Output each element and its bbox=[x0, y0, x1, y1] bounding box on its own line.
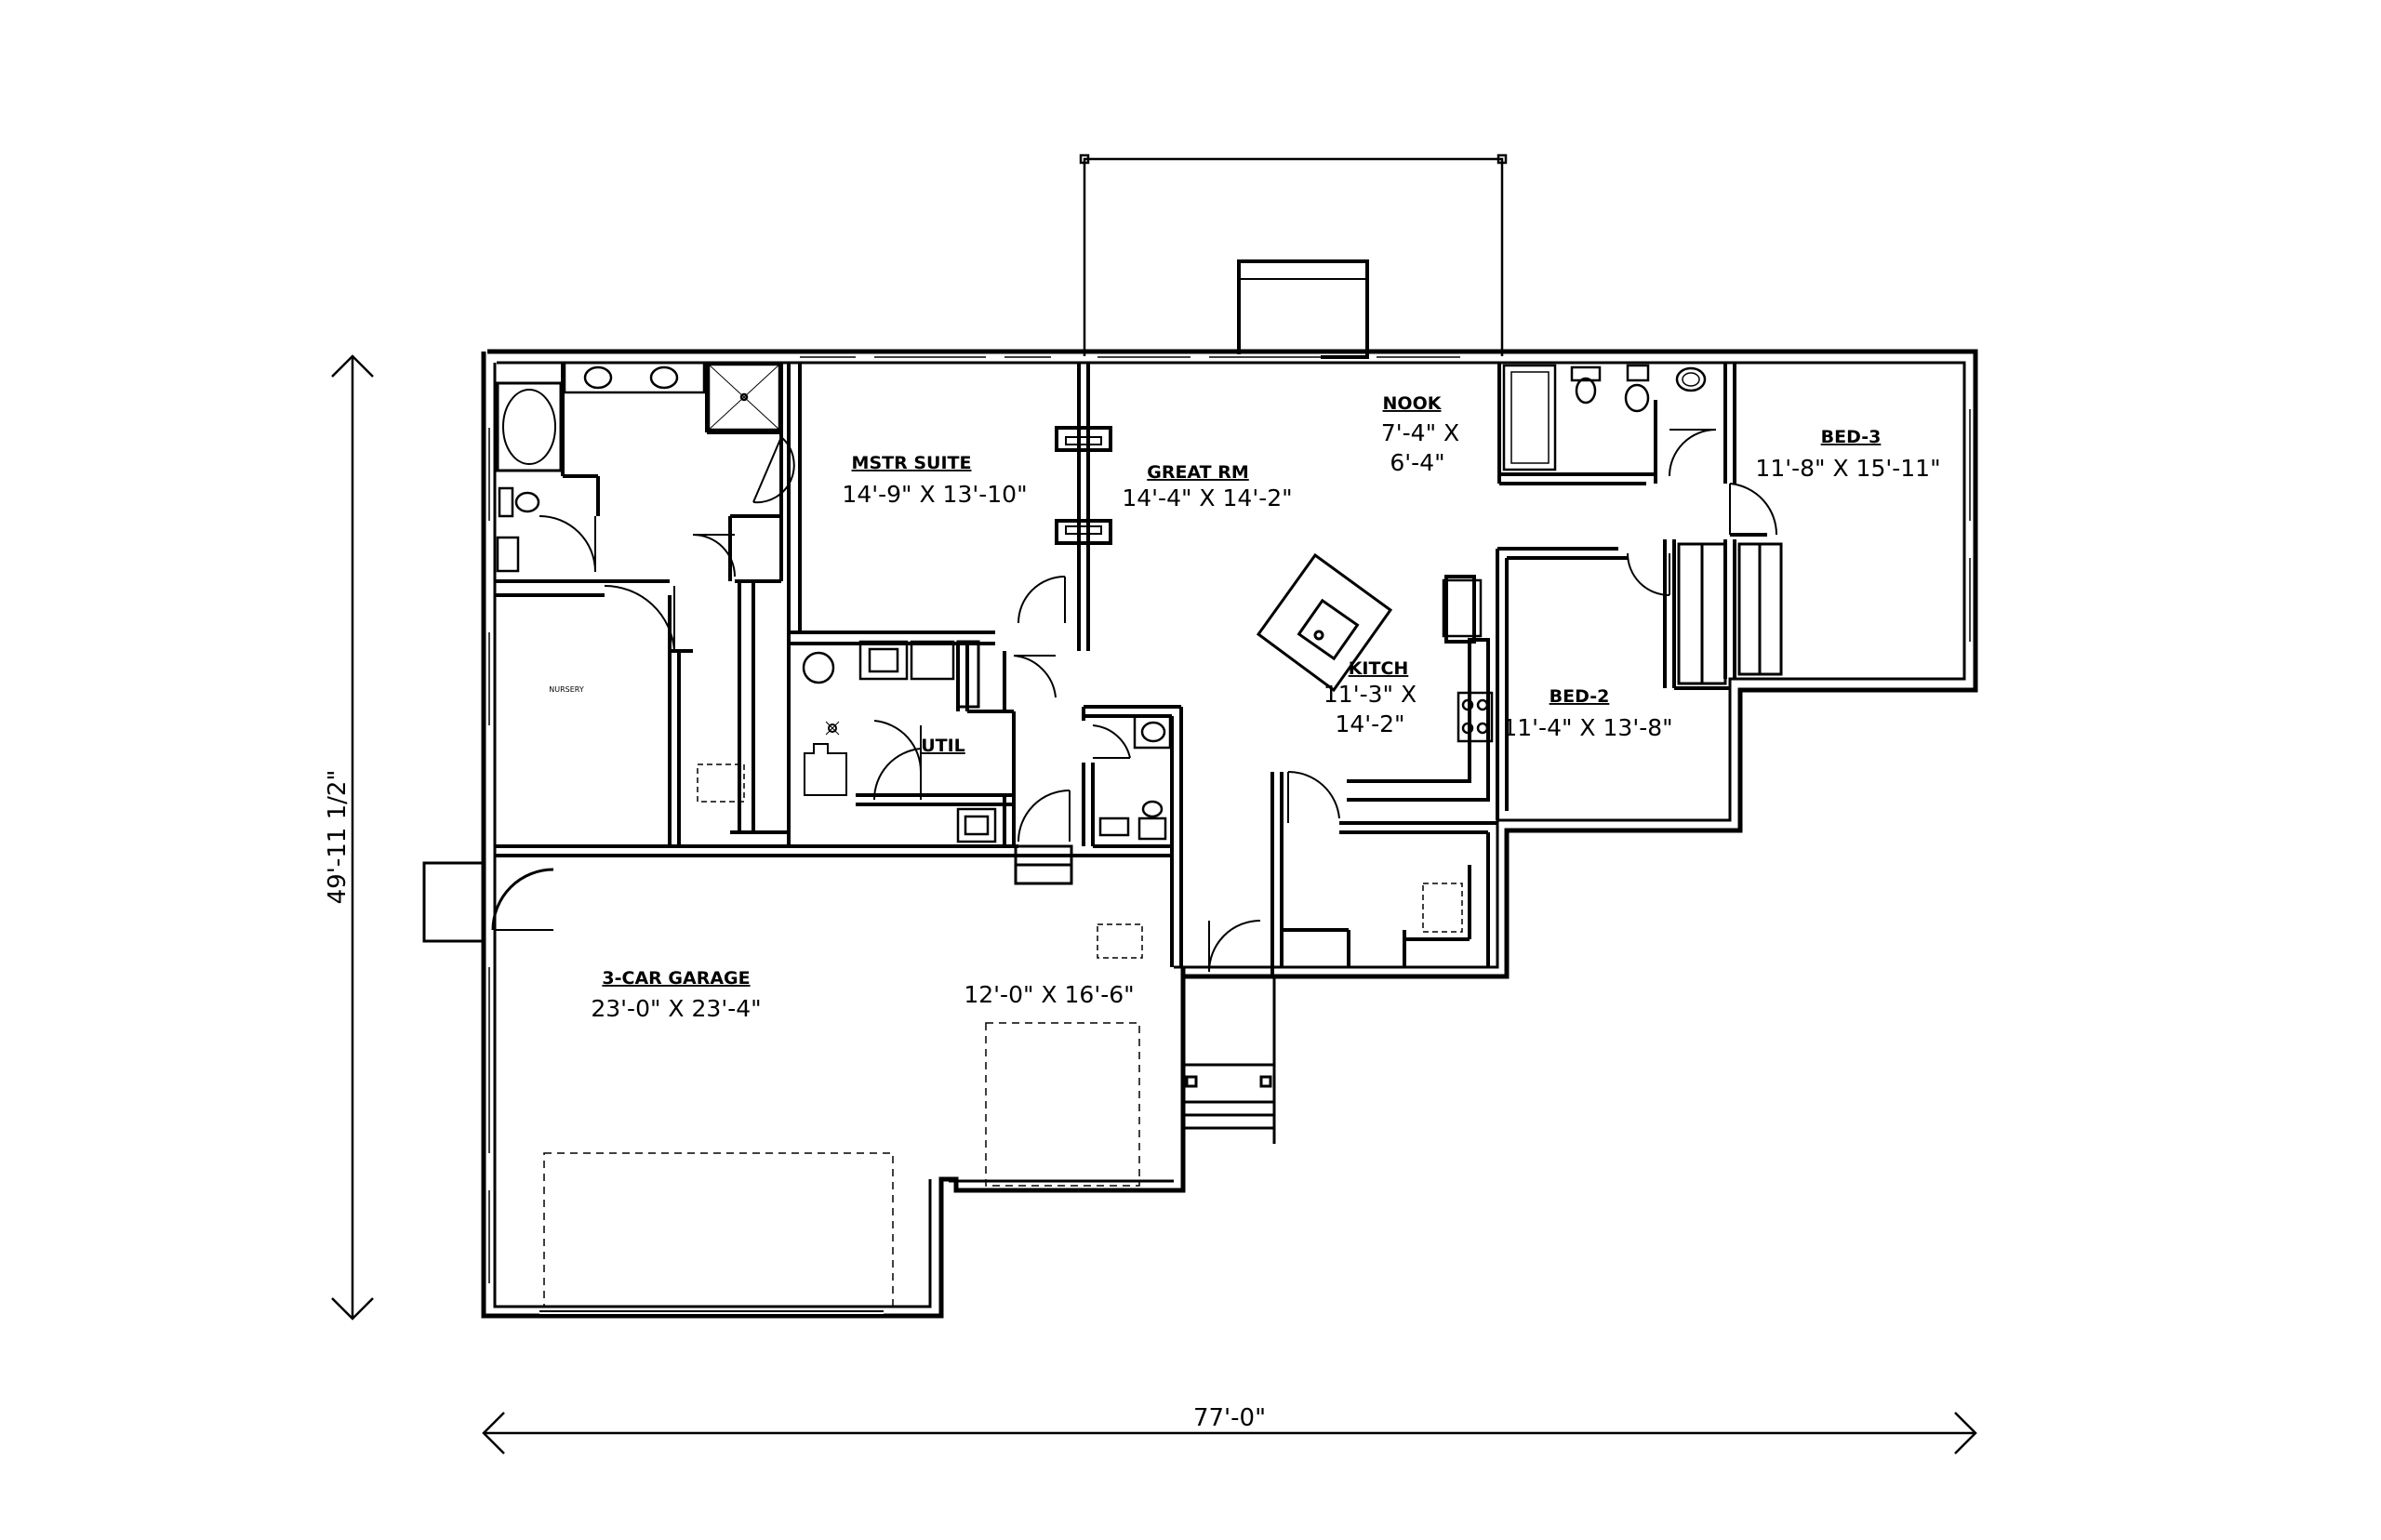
master-sinks bbox=[563, 361, 706, 394]
garage-bay-dims: 12'-0" X 16'-6" bbox=[964, 981, 1134, 1008]
hall-bath-fixtures bbox=[1098, 714, 1172, 841]
garage-steps bbox=[1014, 844, 1073, 885]
front-door bbox=[1208, 920, 1261, 973]
fridge bbox=[1442, 578, 1483, 638]
attic-access-3 bbox=[1422, 883, 1463, 933]
garage-name: 3-CAR GARAGE bbox=[602, 968, 750, 989]
tv-niche bbox=[1055, 426, 1112, 545]
garage-side-door bbox=[422, 861, 554, 943]
washer-dryer bbox=[802, 640, 955, 684]
front-porch bbox=[1181, 975, 1276, 1144]
bathtub bbox=[496, 381, 563, 472]
nook-dims-line-2: 6'-4" bbox=[1390, 449, 1444, 476]
bed-3-name: BED-3 bbox=[1821, 427, 1882, 447]
garage-interior-walls bbox=[495, 844, 1174, 967]
attic-access-1 bbox=[697, 763, 745, 803]
bed-2-door bbox=[1627, 552, 1670, 596]
overall-depth-label: 49'-11 1/2" bbox=[324, 770, 352, 905]
garage-doors bbox=[543, 1022, 1140, 1308]
master-bath bbox=[495, 363, 783, 583]
bath-2-fixtures bbox=[1502, 364, 1707, 471]
entry-closet bbox=[1270, 772, 1497, 976]
fireplace bbox=[1237, 259, 1369, 359]
pantry-door bbox=[1013, 655, 1057, 698]
garage-dims: 23'-0" X 23'-4" bbox=[591, 995, 761, 1022]
hall-bath-door bbox=[1092, 724, 1131, 759]
mstr-suite-dims: 14'-9" X 13'-10" bbox=[842, 481, 1027, 508]
util-name: UTIL bbox=[921, 736, 965, 756]
great-rm-name: GREAT RM bbox=[1147, 462, 1249, 483]
utility-door bbox=[872, 720, 923, 801]
kitchen-counter bbox=[1347, 575, 1490, 802]
great-rm-dims: 14'-4" X 14'-2" bbox=[1122, 485, 1292, 511]
master-shower bbox=[707, 363, 781, 431]
kitch-dims-line-2: 14'-2" bbox=[1335, 710, 1404, 737]
range bbox=[1457, 691, 1494, 743]
overall-width-label: 77'-0" bbox=[1193, 1404, 1266, 1432]
nook-name: NOOK bbox=[1383, 393, 1443, 414]
overall-depth-dimension-line bbox=[331, 354, 374, 1321]
nook-dims-line-1: 7'-4" X bbox=[1381, 419, 1459, 446]
kitchen-island bbox=[1256, 552, 1393, 693]
kitch-name: KITCH bbox=[1349, 658, 1409, 679]
bed-2-closet bbox=[1677, 542, 1727, 685]
bed-3-door bbox=[1729, 483, 1778, 536]
pantry-shelves bbox=[956, 640, 980, 709]
bath-2-door bbox=[1669, 429, 1717, 477]
overall-width-dimension-line bbox=[482, 1412, 1977, 1454]
closet-door bbox=[1287, 770, 1340, 823]
garage-entry-door bbox=[1018, 790, 1071, 843]
mstr-suite-name: MSTR SUITE bbox=[852, 453, 972, 473]
utility-sink bbox=[956, 807, 997, 843]
suite-doors bbox=[1018, 576, 1066, 624]
master-doors bbox=[539, 436, 795, 652]
master-toilet bbox=[496, 486, 540, 573]
water-heater bbox=[804, 721, 847, 796]
bed-3-dims: 11'-8" X 15'-11" bbox=[1755, 455, 1940, 482]
kitch-dims-line-1: 11'-3" X bbox=[1324, 681, 1417, 708]
bed-2-dims: 11'-4" X 13'-8" bbox=[1502, 714, 1672, 741]
rear-patio bbox=[1079, 153, 1508, 356]
attic-access-2 bbox=[1097, 923, 1143, 959]
interior-walls-main bbox=[787, 363, 1090, 651]
nursery-name: NURSERY bbox=[549, 685, 584, 694]
nursery-walls bbox=[495, 581, 791, 848]
bed-2-walls bbox=[1496, 539, 1730, 820]
bed-3-closet bbox=[1737, 542, 1783, 676]
bed-2-name: BED-2 bbox=[1550, 686, 1610, 707]
bath-2-walls bbox=[1497, 363, 1727, 485]
